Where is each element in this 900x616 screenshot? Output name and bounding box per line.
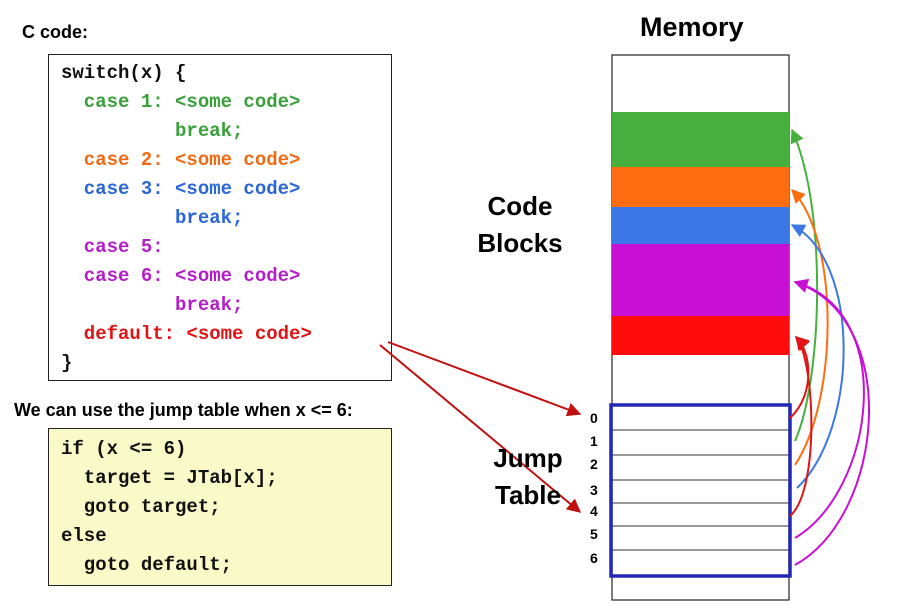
code-line-case1-break: break; xyxy=(61,120,244,142)
pseudo-line-else: else xyxy=(61,525,107,547)
code-line-case5: case 5: xyxy=(61,236,164,258)
jump-table-index-3: 3 xyxy=(590,482,598,498)
arrow-entry-4-to-default xyxy=(789,335,813,517)
code-blocks-label-line1: Code xyxy=(487,191,553,221)
jump-table-index-4: 4 xyxy=(590,503,598,519)
pseudo-line-target: target = JTab[x]; xyxy=(61,467,278,489)
pseudo-line-if: if (x <= 6) xyxy=(61,438,187,460)
code-line-close: } xyxy=(61,352,73,374)
code-block-case-1 xyxy=(612,112,789,167)
code-line-default: default: <some code> xyxy=(61,323,312,345)
c-code-box: switch(x) { case 1: <some code> break; c… xyxy=(48,54,392,381)
jump-table xyxy=(609,403,792,578)
arrow-default-to-entry-0 xyxy=(387,341,582,417)
arrow-entry-6-to-case-5-6 xyxy=(793,279,871,566)
jump-table-index-5: 5 xyxy=(590,526,598,542)
code-block-case-2 xyxy=(612,167,789,207)
code-blocks-label: Code Blocks xyxy=(470,188,570,262)
arrow-entry-2-to-case-2 xyxy=(791,188,829,466)
code-blocks-label-line2: Blocks xyxy=(477,228,563,258)
jump-table-label-line1: Jump xyxy=(493,443,563,473)
code-line-case2: case 2: <some code> xyxy=(61,149,301,171)
jump-table-label-line2: Table xyxy=(495,480,561,510)
jump-table-note: We can use the jump table when x <= 6: xyxy=(14,400,353,420)
pseudo-line-goto-default: goto default; xyxy=(61,554,233,576)
jump-table-index-0: 0 xyxy=(590,410,598,426)
c-code-label: C code: xyxy=(22,22,89,42)
memory-title: Memory xyxy=(640,12,744,42)
jump-table-label: Jump Table xyxy=(478,440,578,514)
code-line-case3-break: break; xyxy=(61,207,244,229)
code-line-case6: case 6: <some code> xyxy=(61,265,301,287)
code-line-case6-break: break; xyxy=(61,294,244,316)
pseudo-code-box: if (x <= 6) target = JTab[x]; goto targe… xyxy=(48,428,392,586)
arrow-default-to-entry-4 xyxy=(379,344,582,513)
code-line-case1: case 1: <some code> xyxy=(61,91,301,113)
jump-table-index-2: 2 xyxy=(590,456,598,472)
code-block-case-3 xyxy=(612,207,789,244)
jump-table-index-6: 6 xyxy=(590,550,598,566)
arrow-entry-3-to-case-3 xyxy=(790,224,845,489)
code-block-case-5-6 xyxy=(612,244,789,316)
code-line-case3: case 3: <some code> xyxy=(61,178,301,200)
jump-table-index-1: 1 xyxy=(590,433,598,449)
code-block-default xyxy=(612,316,789,355)
pseudo-line-goto-target: goto target; xyxy=(61,496,221,518)
jump-table-border xyxy=(609,403,792,578)
code-line-switch: switch(x) { xyxy=(61,62,187,84)
